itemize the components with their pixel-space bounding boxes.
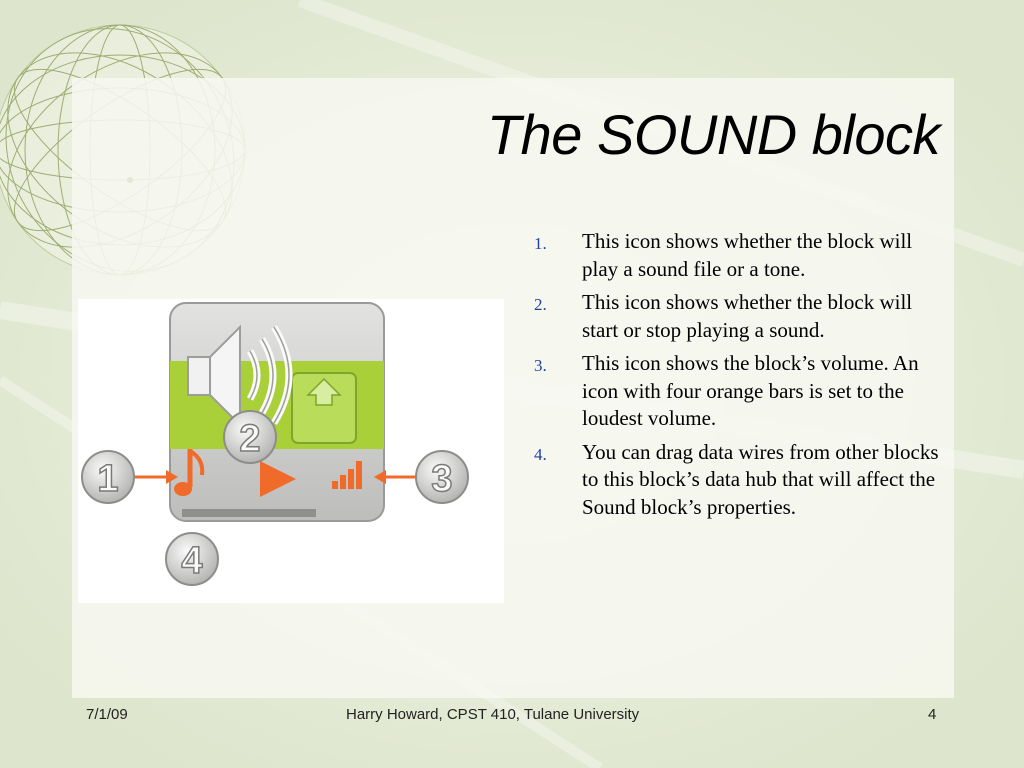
list-item: 2. This icon shows whether the block wil… bbox=[526, 289, 946, 344]
list-item: 3. This icon shows the block’s volume. A… bbox=[526, 350, 946, 433]
data-hub-arrow-icon bbox=[306, 377, 342, 406]
slide-title: The SOUND block bbox=[486, 103, 941, 166]
music-note-icon bbox=[174, 449, 205, 496]
footer-page-number: 4 bbox=[928, 706, 937, 723]
callout-arrow-3 bbox=[374, 470, 418, 484]
list-item-number: 4. bbox=[534, 444, 547, 464]
list-item-number: 2. bbox=[534, 295, 547, 314]
callout-arrow-1 bbox=[134, 470, 178, 484]
footer-center: Harry Howard, CPST 410, Tulane Universit… bbox=[346, 706, 640, 723]
callout-1-label: 1 bbox=[97, 458, 118, 500]
list-item-text: This icon shows the block’s volume. An i… bbox=[582, 351, 919, 430]
callout-2-label: 2 bbox=[239, 418, 260, 460]
callout-badge-1: 1 bbox=[81, 450, 135, 504]
speaker-icon bbox=[187, 324, 293, 428]
list-item-number: 3. bbox=[534, 356, 547, 375]
play-icon bbox=[260, 461, 296, 497]
callout-3-label: 3 bbox=[431, 458, 452, 500]
list-item: 4. You can drag data wires from other bl… bbox=[526, 439, 946, 522]
list-item-number: 1. bbox=[534, 234, 547, 253]
callout-badge-3: 3 bbox=[415, 450, 469, 504]
callout-4-label: 4 bbox=[181, 540, 202, 582]
explanation-list: 1. This icon shows whether the block wil… bbox=[526, 228, 946, 527]
list-item-text: This icon shows whether the block will p… bbox=[582, 229, 913, 281]
list-item-text: This icon shows whether the block will s… bbox=[582, 290, 913, 342]
callout-badge-2: 2 bbox=[223, 410, 277, 464]
sound-block-figure: 1 2 3 4 bbox=[78, 299, 504, 603]
list-item-text: You can drag data wires from other block… bbox=[582, 439, 939, 519]
volume-bars-icon bbox=[332, 461, 362, 489]
footer-date: 7/1/09 bbox=[86, 706, 128, 723]
list-item: 1. This icon shows whether the block wil… bbox=[526, 228, 946, 283]
callout-badge-4: 4 bbox=[165, 532, 219, 586]
